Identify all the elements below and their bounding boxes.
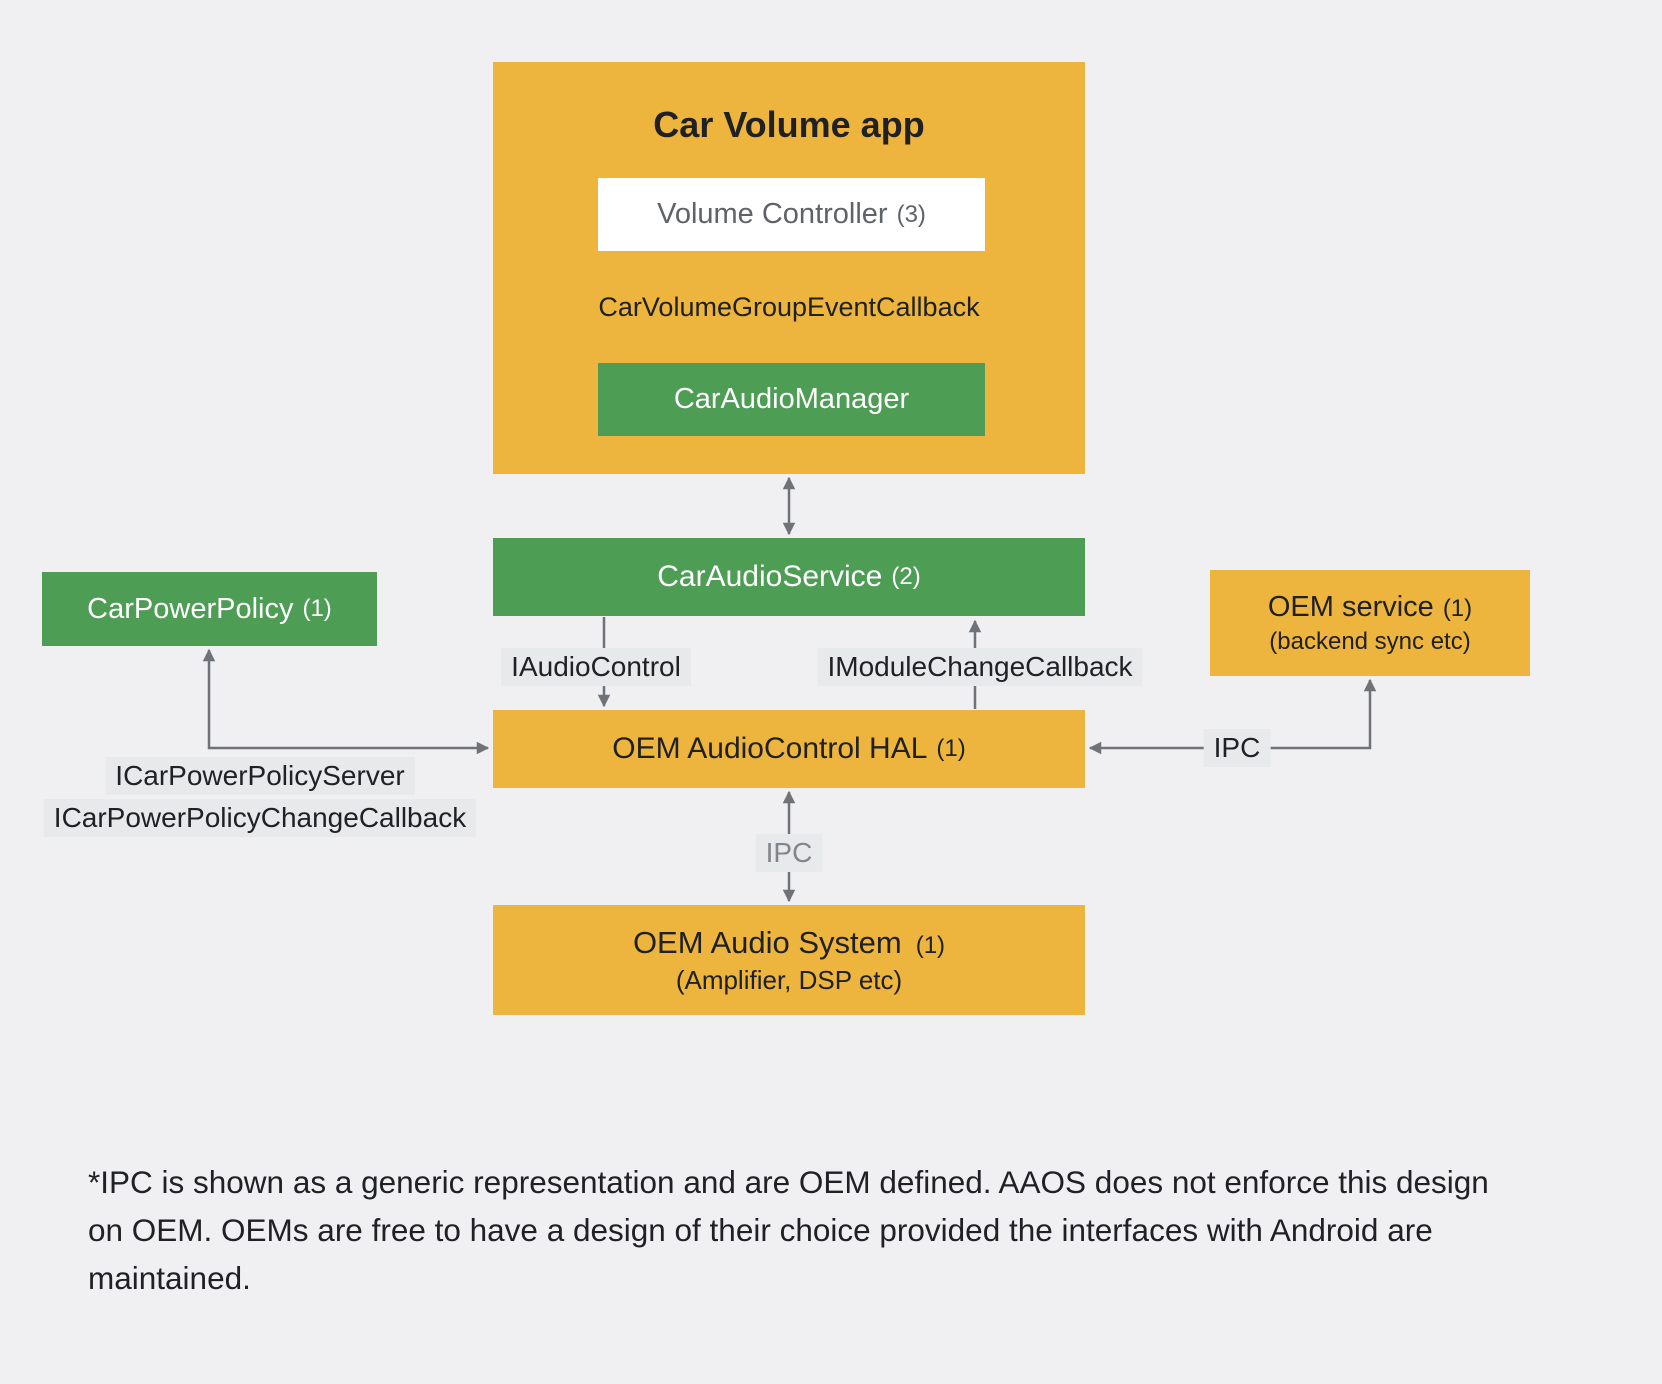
volume-controller-label: Volume Controller	[657, 198, 888, 231]
arrow-powerpolicy-hal	[202, 648, 490, 755]
oem-service-subtitle: (backend sync etc)	[1269, 628, 1471, 656]
footnote: *IPC is shown as a generic representatio…	[88, 1164, 1489, 1297]
oem-audiocontrol-hal-label: OEM AudioControl HAL	[612, 732, 928, 765]
edge-label-ipc-oem-service: IPC	[1203, 729, 1271, 767]
node-oem-audiocontrol-hal: OEM AudioControl HAL (1)	[493, 710, 1085, 788]
car-audio-service-label: CarAudioService	[657, 560, 883, 593]
edge-label-carpowerpolicy-interfaces: ICarPowerPolicyServer ICarPowerPolicyCha…	[43, 757, 477, 837]
edge-label-iaudiocontrol: IAudioControl	[501, 648, 691, 686]
imodulechangecallback-text: IModuleChangeCallback	[827, 651, 1133, 682]
icarpowerpolicyserver-text: ICarPowerPolicyServer	[105, 757, 415, 795]
oem-service-count: (1)	[1442, 594, 1473, 622]
edge-label-carvolumegroupeventcallback: CarVolumeGroupEventCallback	[598, 292, 979, 323]
oem-audiocontrol-hal-count: (1)	[936, 735, 966, 762]
carvolumegroupeventcallback-text: CarVolumeGroupEventCallback	[598, 292, 980, 322]
node-oem-audio-system: OEM Audio System (1) (Amplifier, DSP etc…	[493, 905, 1085, 1015]
edge-label-ipc-audio-system: IPC	[755, 834, 823, 872]
car-power-policy-count: (1)	[302, 595, 332, 622]
node-volume-controller: Volume Controller (3)	[598, 178, 985, 251]
car-power-policy-label: CarPowerPolicy	[87, 592, 294, 625]
ipc-audio-system-text: IPC	[765, 837, 813, 868]
iaudiocontrol-text: IAudioControl	[511, 651, 681, 682]
icarpowerpolicychangecallback-text: ICarPowerPolicyChangeCallback	[43, 799, 477, 837]
car-audio-manager-label: CarAudioManager	[673, 383, 910, 416]
edge-label-imodulechangecallback: IModuleChangeCallback	[817, 648, 1143, 686]
arrow-oemservice-hal	[1088, 678, 1377, 755]
oem-audio-system-label: OEM Audio System	[632, 924, 902, 960]
car-audio-service-count: (2)	[891, 563, 921, 590]
volume-controller-count: (3)	[896, 200, 926, 228]
node-car-power-policy: CarPowerPolicy (1)	[42, 572, 377, 646]
node-oem-service: OEM service (1) (backend sync etc)	[1210, 570, 1530, 676]
oem-service-label: OEM service	[1267, 590, 1434, 623]
node-car-audio-manager: CarAudioManager	[598, 363, 985, 436]
node-car-audio-service: CarAudioService (2)	[493, 538, 1085, 616]
car-volume-app-title: Car Volume app	[653, 104, 925, 145]
ipc-oem-service-text: IPC	[1213, 732, 1261, 763]
oem-audio-system-count: (1)	[915, 931, 946, 959]
oem-audio-system-subtitle: (Amplifier, DSP etc)	[675, 965, 903, 996]
